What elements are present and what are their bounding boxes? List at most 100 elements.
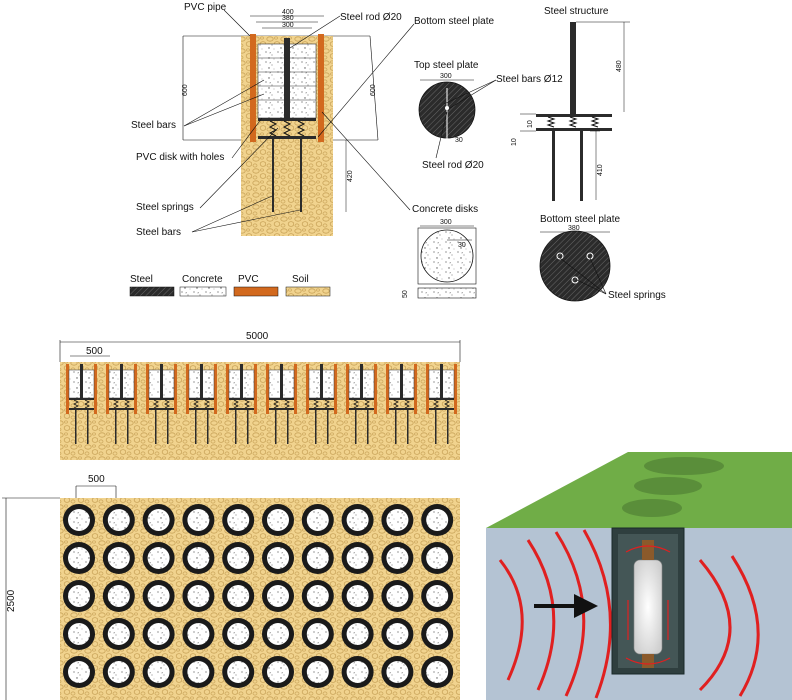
plan-unit — [381, 656, 414, 688]
section-unit — [106, 364, 137, 444]
plan-unit — [222, 656, 255, 688]
legend-steel-label: Steel — [130, 274, 153, 285]
plan-unit — [142, 580, 175, 612]
steel-structure-detail: Steel structure 480 10 10 410 — [511, 6, 630, 201]
label-top-steel-plate: Top steel plate — [414, 60, 479, 71]
array-section: 5000 500 — [59, 331, 461, 460]
label-steel-springs-1: Steel springs — [136, 202, 194, 213]
label-steel-springs-2: Steel springs — [608, 290, 666, 301]
legend-concrete-label: Concrete — [182, 274, 223, 285]
plan-unit — [381, 580, 414, 612]
dim-ss-480: 480 — [616, 60, 623, 72]
steel-bar-right — [300, 139, 302, 212]
concrete-disk-side — [417, 287, 477, 299]
dim-ss-10b: 10 — [511, 138, 518, 146]
wave-arc-2 — [526, 539, 556, 691]
plan-unit — [63, 580, 95, 612]
wave-arc-6 — [730, 555, 760, 697]
dim-cd-30: 30 — [458, 242, 466, 249]
plan-unit — [381, 504, 414, 536]
dim-tp-30: 30 — [455, 137, 463, 144]
legend-pvc-label: PVC — [238, 274, 259, 285]
plan-unit — [262, 580, 294, 612]
plan-unit — [102, 504, 135, 536]
plan-unit — [262, 504, 294, 536]
bottom-steel-plate — [258, 136, 316, 139]
dim-ss-410: 410 — [597, 164, 604, 176]
steel-rod — [284, 38, 290, 120]
plan-unit — [381, 618, 414, 650]
legend-steel-swatch — [129, 286, 175, 297]
plan-unit — [142, 504, 175, 536]
dim-600-left: 600 — [182, 84, 189, 96]
wave-arc-1 — [498, 559, 524, 681]
bottom-plate-circle — [539, 230, 611, 302]
plan-unit — [63, 656, 95, 688]
label-bottom-steel-plate-right: Bottom steel plate — [540, 214, 620, 225]
steel-bar-left — [272, 139, 274, 212]
materials-legend: Steel Concrete PVC Soil — [129, 274, 331, 297]
dim-5000: 5000 — [246, 331, 269, 342]
section-unit — [386, 364, 417, 444]
plan-unit — [301, 504, 334, 536]
label-steel-rod-top: Steel rod Ø20 — [340, 12, 402, 23]
ss-bar-right — [580, 131, 583, 201]
dim-600-right: 600 — [370, 84, 377, 96]
wave-arc-4 — [582, 529, 612, 699]
plan-unit — [182, 542, 215, 574]
plan-unit — [341, 542, 374, 574]
section-unit — [346, 364, 377, 444]
plan-unit — [301, 580, 334, 612]
plan-unit — [421, 618, 454, 650]
plan-unit — [182, 504, 215, 536]
concrete-disk-detail: Concrete disks 300 30 50 — [402, 204, 478, 299]
dim-500-section: 500 — [86, 346, 103, 357]
plan-unit — [222, 504, 255, 536]
dim-400: 400 — [282, 9, 294, 16]
plan-unit — [421, 542, 454, 574]
ss-bottom-plate — [536, 128, 612, 131]
dim-ss-10a: 10 — [527, 120, 534, 128]
plan-unit — [262, 656, 294, 688]
dim-380: 380 — [282, 15, 294, 22]
label-steel-bars-1: Steel bars — [131, 120, 176, 131]
schematic-3d — [486, 452, 792, 700]
pvc-pipe-wall-right — [318, 34, 324, 142]
legend-concrete-swatch — [179, 286, 227, 297]
plan-unit — [262, 542, 294, 574]
dim-500-plan: 500 — [88, 474, 105, 485]
ss-spring-1 — [546, 116, 556, 128]
plan-unit — [341, 580, 374, 612]
ss-bar-left — [552, 131, 555, 201]
plan-unit — [222, 542, 255, 574]
pvc-pipe-wall-left — [250, 34, 256, 142]
plan-unit — [63, 618, 95, 650]
section-unit — [186, 364, 217, 444]
plan-unit — [102, 618, 135, 650]
dim-tp-300: 300 — [440, 73, 452, 80]
array-plan: 2500 500 — [2, 474, 460, 700]
plan-unit — [182, 618, 215, 650]
label-concrete-disks: Concrete disks — [412, 204, 478, 215]
dim-cd-50: 50 — [402, 290, 409, 298]
section-unit — [426, 364, 457, 444]
top-steel-plate — [258, 118, 316, 121]
plan-unit — [222, 618, 255, 650]
label-pvc-disk: PVC disk with holes — [136, 152, 224, 163]
section-unit — [146, 364, 177, 444]
label-steel-structure: Steel structure — [544, 6, 609, 17]
section-unit — [306, 364, 337, 444]
plan-unit — [102, 580, 135, 612]
ss-top-plate — [536, 114, 612, 117]
plan-unit — [182, 656, 215, 688]
plan-unit — [142, 656, 175, 688]
plan-unit — [301, 618, 334, 650]
plan-unit — [381, 542, 414, 574]
plan-unit — [421, 580, 454, 612]
plan-unit — [142, 542, 175, 574]
top-plate-detail: Top steel plate 300 30 Steel bars Ø12 St… — [414, 60, 563, 171]
plan-unit — [421, 504, 454, 536]
label-steel-bars-2: Steel bars — [136, 227, 181, 238]
plan-unit — [341, 656, 374, 688]
